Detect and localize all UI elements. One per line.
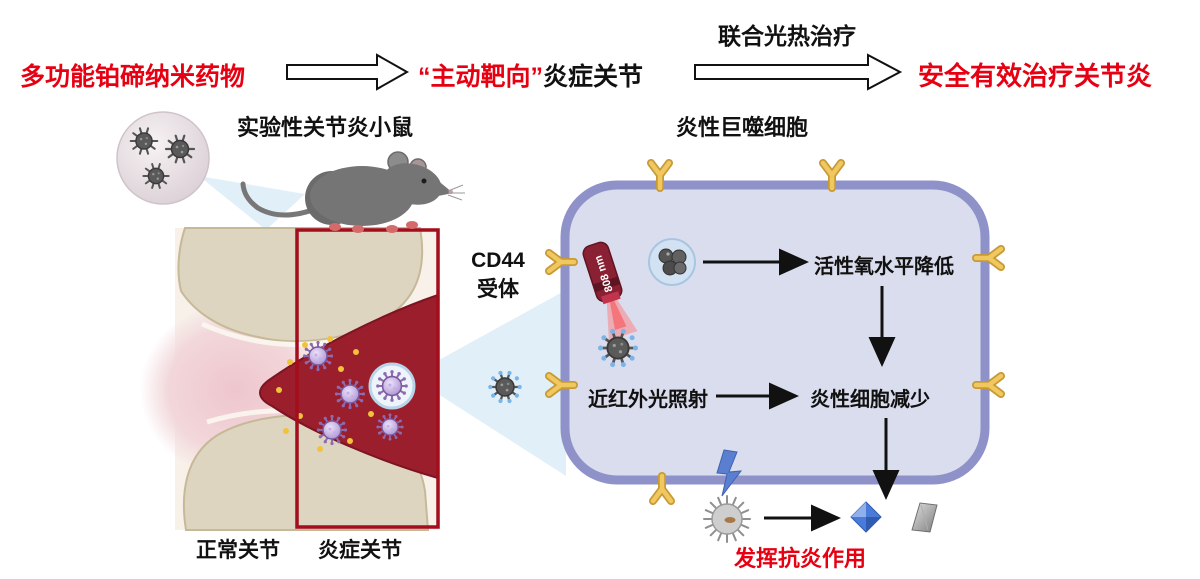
header-step2: “主动靶向”炎症关节 <box>418 57 643 93</box>
release-bolt-icon <box>716 449 743 497</box>
mouse-tail <box>240 181 321 218</box>
red-highlight-box <box>295 228 440 529</box>
laser-pointer-icon: 808 nm <box>582 241 638 341</box>
process-arrows <box>703 248 900 532</box>
cell-result-label: 炎性细胞减少 <box>810 389 930 411</box>
mouse-eye <box>421 178 427 184</box>
header-step2-rest: 炎症关节 <box>543 63 644 91</box>
flow-arrow-1-icon <box>286 53 410 91</box>
ros-result-label: 活性氧水平降低 <box>814 256 954 278</box>
magnifier-circle <box>368 362 416 410</box>
knee-joint-illustration <box>140 227 440 531</box>
conclusion-label: 发挥抗炎作用 <box>734 546 867 571</box>
nir-label: 近红外光照射 <box>588 389 708 411</box>
header-step1: 多功能铂碲纳米药物 <box>20 63 246 91</box>
mouse-label: 实验性关节炎小鼠 <box>237 115 414 140</box>
nanocluster-circle-icon <box>648 238 696 286</box>
header-step3: 安全有效治疗关节炎 <box>918 61 1153 91</box>
cd44-line1: CD44 <box>471 249 525 272</box>
cd44-line2: 受体 <box>477 278 519 302</box>
mouse-illustration <box>240 151 465 233</box>
cell-title: 炎性巨噬细胞 <box>676 115 809 140</box>
femur-bone <box>177 227 424 343</box>
zoom-cone-to-cell <box>410 290 566 476</box>
flow-arrow-2-icon <box>694 53 903 91</box>
header-step2-highlight: “主动靶向” <box>418 63 544 91</box>
normal-joint-label: 正常关节 <box>196 539 280 562</box>
spiky-cell-icon <box>703 495 751 543</box>
inflamed-joint-label: 炎症关节 <box>318 539 402 562</box>
cd44-receptor-label: CD44 受体 <box>458 246 538 305</box>
nanoparticle-zoom-circle <box>116 111 210 205</box>
header-arrow2-label: 联合光热治疗 <box>718 23 856 49</box>
crystal-icon <box>850 501 882 533</box>
mineral-icon <box>911 502 938 533</box>
